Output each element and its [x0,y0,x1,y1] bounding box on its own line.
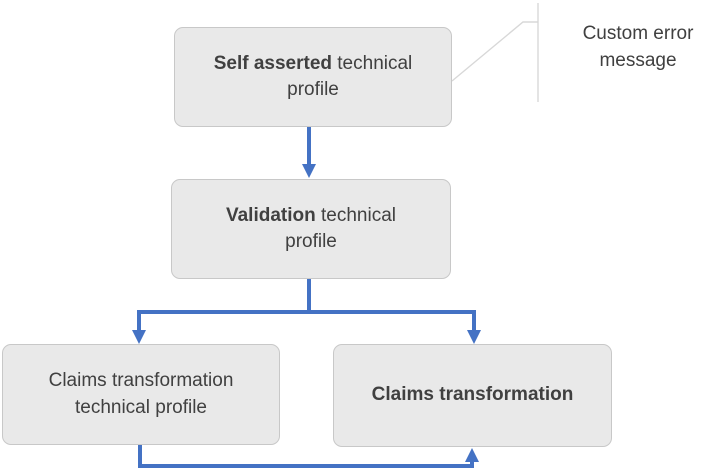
node-validation-technical-profile: Validation technical profile [171,179,451,279]
node-label-regular-part: technical profile [287,52,413,100]
callout-custom-error-message: Custom error message [582,23,694,71]
node-label-regular-part: Claims transformation technical profile [48,370,234,418]
callout-leader-line [451,3,539,102]
node-label: Validation technical profile [200,203,422,255]
node-claims-transformation-technical-profile: Claims transformation technical profile [2,344,280,445]
arrow-claims-tp-to-claims-transformation [138,445,479,468]
node-claims-transformation: Claims transformation [333,344,612,447]
node-label: Self asserted technical profile [203,51,423,103]
node-label-regular-part: technical profile [285,204,397,252]
node-label: Claims transformation technical profile [31,368,251,420]
node-label: Claims transformation [372,382,574,408]
connector-validation-to-children [132,279,481,344]
arrow-self-asserted-to-validation [302,127,316,178]
node-label-bold-part: Self asserted [213,52,332,74]
node-self-asserted-technical-profile: Self asserted technical profile [174,27,452,127]
node-label-bold-part: Claims transformation [371,384,574,406]
node-label-bold-part: Validation [225,204,316,226]
